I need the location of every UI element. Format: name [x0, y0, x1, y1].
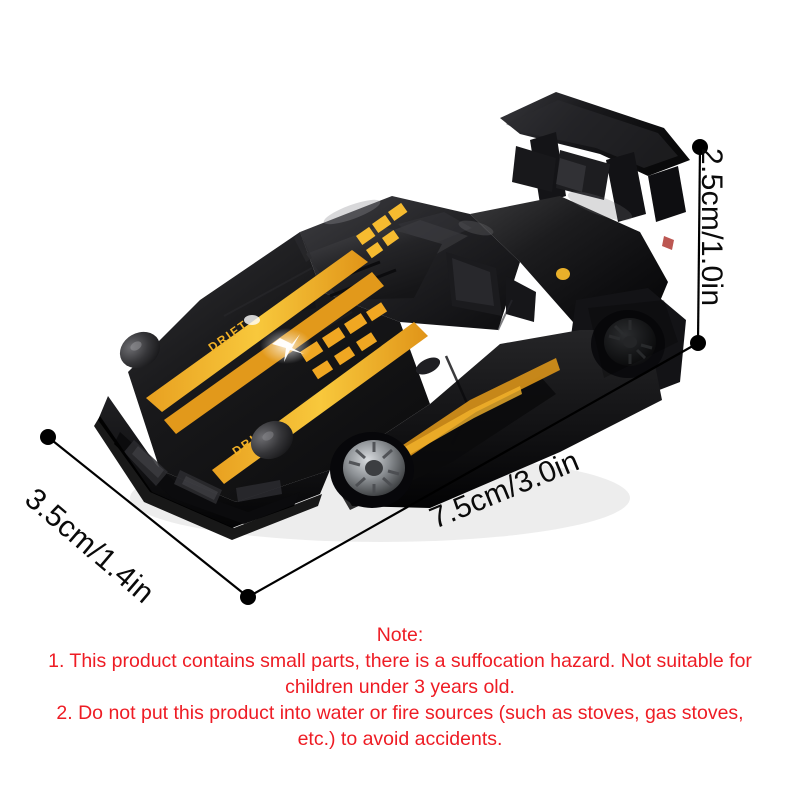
note-item-2: 2. Do not put this product into water or… [56, 702, 744, 750]
dimension-label-height: 2.5cm/1.0in [695, 148, 728, 307]
side-badge [556, 268, 570, 280]
product-photo: DRIFT DRIFT [94, 92, 690, 542]
note-item-1: 1. This product contains small parts, th… [48, 650, 752, 698]
rear-wing [500, 92, 690, 222]
front-wheel [330, 432, 414, 508]
taillight [662, 236, 674, 250]
safety-note-block: Note: 1. This product contains small par… [45, 622, 755, 752]
note-title: Note: [376, 624, 424, 646]
